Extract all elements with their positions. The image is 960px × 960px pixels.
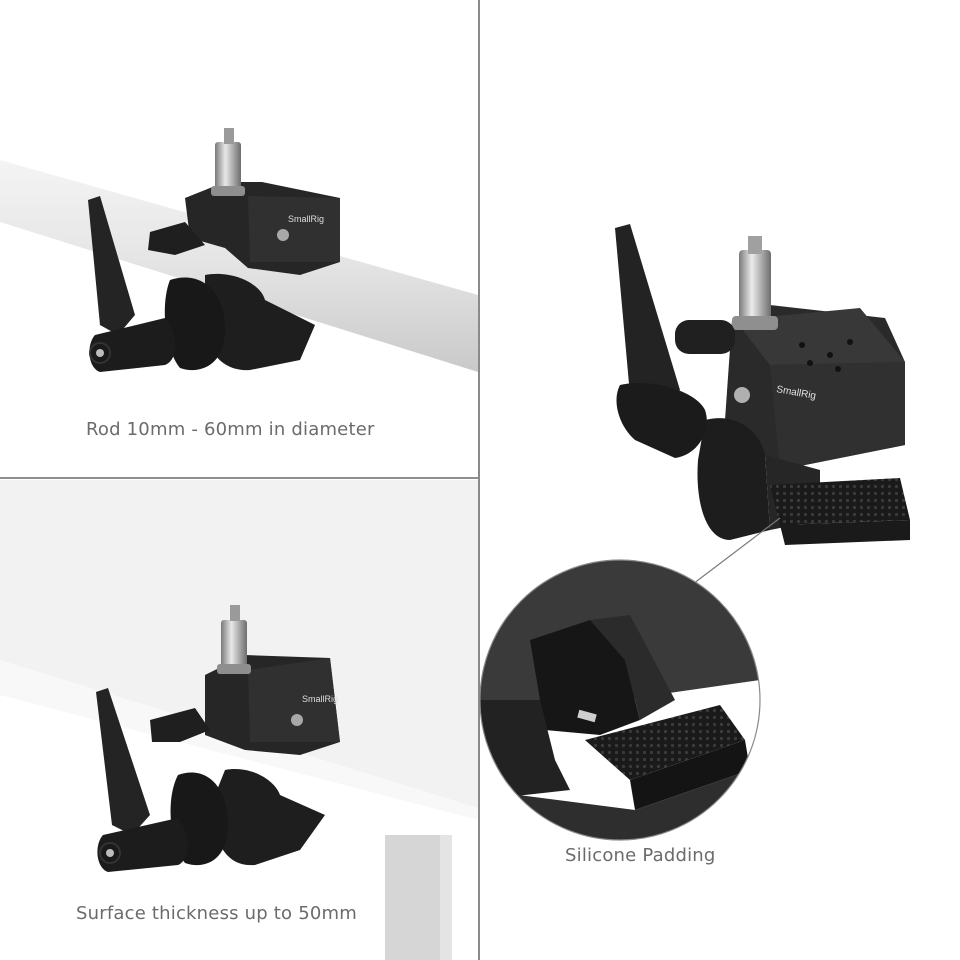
silicone-padding-panel: SmallRig Silicone Padding — [480, 0, 960, 960]
screw-icon — [734, 387, 750, 403]
silicone-pad — [770, 478, 910, 525]
surface-thickness-caption: Surface thickness up to 50mm — [76, 903, 357, 924]
silicone-pad-closeup — [585, 705, 745, 780]
wing-handle — [96, 688, 150, 835]
callout-leader-line — [684, 517, 781, 591]
table-leg — [385, 835, 445, 960]
screw-icon — [291, 714, 303, 726]
brand-logo-text: SmallRig — [302, 694, 338, 704]
spigot-stud — [739, 250, 771, 322]
rod-diameter-caption: Rod 10mm - 60mm in diameter — [86, 419, 375, 440]
spigot-stud — [221, 620, 247, 670]
clamp-on-table-illustration: SmallRig — [0, 605, 478, 960]
wing-handle — [615, 224, 680, 410]
silicone-padding-caption: Silicone Padding — [565, 845, 716, 866]
brand-logo-text: SmallRig — [288, 214, 324, 224]
horizontal-divider — [0, 477, 478, 479]
rod — [0, 160, 478, 372]
spigot-stud — [215, 142, 241, 192]
detail-circle-border — [480, 559, 761, 841]
silicone-padding-detail-callout — [480, 560, 760, 840]
clamp-detail-illustration: SmallRig — [480, 224, 910, 841]
clamp-on-rod-illustration: SmallRig — [0, 128, 478, 372]
rod-mount-panel: SmallRig Rod 10mm - 60mm in diameter — [0, 0, 478, 478]
screw-icon — [277, 229, 289, 241]
vertical-divider — [478, 0, 480, 960]
wing-handle — [88, 196, 135, 335]
surface-mount-panel: SmallRig Surface thickness up to 50mm — [0, 480, 478, 960]
